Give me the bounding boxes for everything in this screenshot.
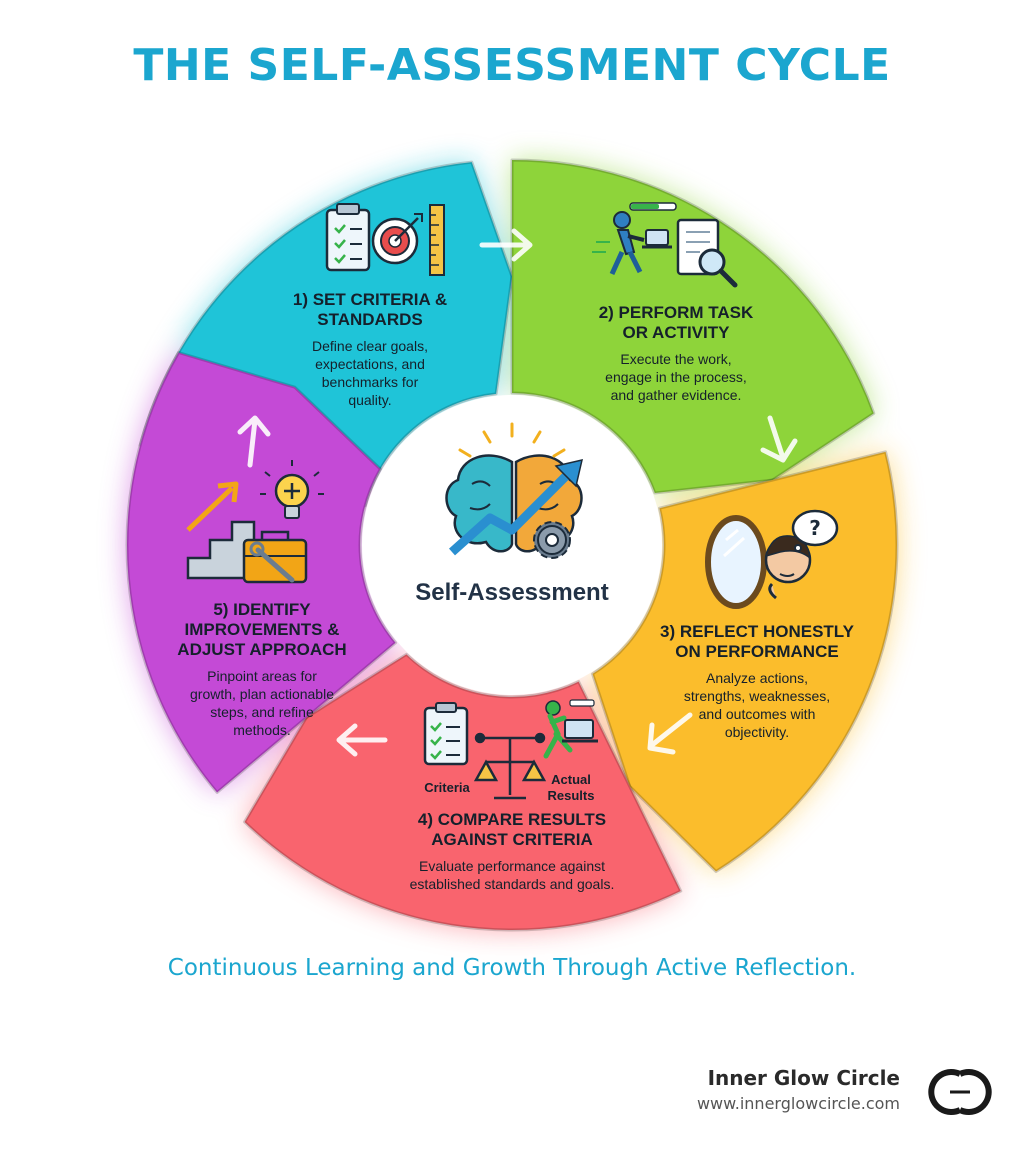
scale-icon	[473, 732, 547, 800]
laptop-icon	[642, 229, 672, 249]
step-title: 1) SET CRITERIA &STANDARDS	[293, 290, 447, 329]
runner-icon	[543, 699, 598, 759]
cycle-arrow-4	[336, 723, 388, 757]
criteria-label: Criteria	[424, 780, 470, 795]
brand-block: Inner Glow Circle www.innerglowcircle.co…	[697, 1066, 900, 1113]
target-icon	[371, 213, 423, 265]
brand-url[interactable]: www.innerglowcircle.com	[696, 1094, 900, 1113]
cycle-arrow-1	[479, 228, 533, 262]
actual-results-label: Actual	[551, 772, 591, 787]
trend-arrow-icon	[448, 458, 584, 556]
cycle-arrow-3	[647, 712, 693, 755]
gear-icon	[533, 521, 571, 559]
toolbox-icon	[242, 530, 308, 584]
step-1: 1) SET CRITERIA &STANDARDS Define clear g…	[293, 290, 447, 408]
step-description: Analyze actions,strengths, weaknesses,an…	[684, 670, 830, 740]
brand-name: Inner Glow Circle	[707, 1066, 900, 1090]
page-title: THE SELF-ASSESSMENT CYCLE	[133, 40, 891, 91]
svg-text:?: ?	[809, 516, 821, 540]
magnifier-document-icon	[676, 218, 738, 288]
center-label: Self-Assessment	[415, 579, 608, 606]
ruler-icon	[429, 204, 445, 276]
progress-bar-icon	[629, 202, 677, 211]
clipboard-icon	[325, 203, 371, 272]
question-bubble-icon: ?	[791, 509, 839, 552]
tagline: Continuous Learning and Growth Through A…	[167, 955, 857, 981]
brand-logo-icon	[928, 1069, 992, 1115]
mirror-icon	[705, 515, 767, 609]
cycle-arrow-2	[760, 415, 798, 463]
checklist-icon	[423, 702, 469, 766]
cycle-arrow-5	[237, 415, 271, 468]
segment-step-3	[591, 450, 899, 873]
step-description: Execute the work,engage in the process,a…	[605, 351, 747, 403]
lightbulb-icon	[260, 460, 324, 519]
segment-step-2	[510, 158, 876, 495]
trend-up-arrow-icon	[186, 481, 239, 532]
walking-person-icon	[592, 211, 645, 276]
actual-results-label: Results	[548, 788, 595, 803]
